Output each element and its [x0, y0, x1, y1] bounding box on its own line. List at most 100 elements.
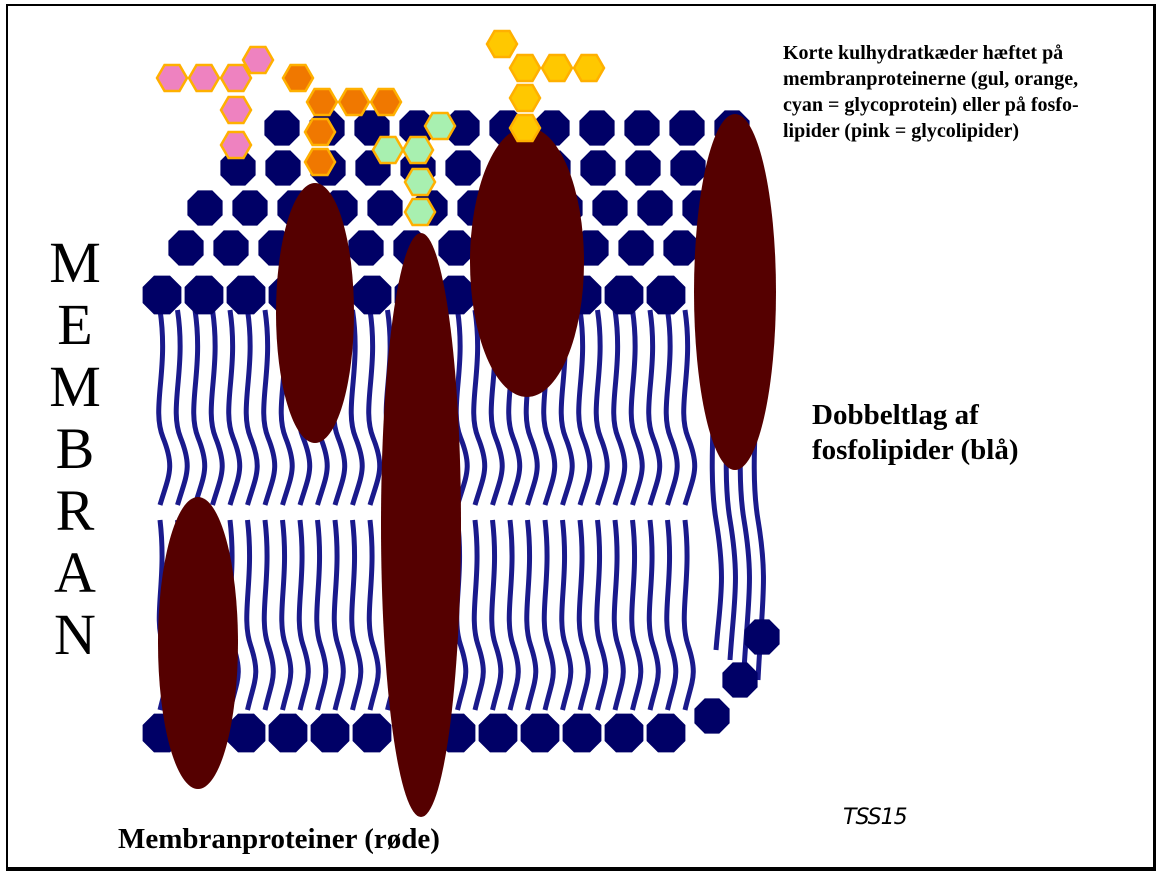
phospholipid-head-icon: [722, 662, 757, 697]
phospholipid-head-icon: [353, 714, 392, 753]
phospholipid-head-icon: [187, 190, 222, 225]
letter: B: [30, 418, 120, 480]
carbohydrate-hexagon-icon: [339, 89, 369, 115]
protein-ellipse: [158, 497, 238, 789]
phospholipid-tail: [562, 520, 571, 710]
phospholipid-head-icon: [232, 190, 267, 225]
phospholipid-head-icon: [694, 698, 729, 733]
phospholipid-tail: [527, 520, 536, 710]
carbohydrate-hexagon-icon: [405, 169, 435, 195]
carbohydrate-hexagon-icon: [405, 199, 435, 225]
phospholipid-head-icon: [227, 276, 266, 315]
phospholipid-head-icon: [592, 190, 627, 225]
caption-line: lipider (pink = glycolipider): [783, 118, 1143, 144]
phospholipid-head-icon: [168, 230, 203, 265]
phospholipid-tail: [264, 310, 275, 505]
phospholipid-tail: [614, 310, 625, 505]
bilayer-caption: Dobbeltlag af fosfolipider (blå): [812, 398, 1142, 468]
phospholipid-head-icon: [580, 150, 615, 185]
phospholipid-head-icon: [637, 190, 672, 225]
phospholipid-head-icon: [264, 110, 299, 145]
phospholipid-tail: [544, 520, 553, 710]
phospholipid-tail: [194, 310, 205, 505]
carbohydrate-hexagon-icon: [574, 55, 604, 81]
phospholipid-head-icon: [624, 110, 659, 145]
phospholipid-tail: [492, 520, 501, 710]
phospholipid-tail: [299, 520, 308, 710]
phospholipid-tail: [334, 520, 343, 710]
phospholipid-head-icon: [311, 714, 350, 753]
phospholipid-head-icon: [625, 150, 660, 185]
protein-ellipse: [694, 114, 776, 470]
phospholipid-head-icon: [563, 714, 602, 753]
phospholipid-tail: [684, 520, 693, 710]
phospholipid-head-icon: [185, 276, 224, 315]
phospholipid-tail: [649, 310, 660, 505]
phospholipid-head-icon: [479, 714, 518, 753]
phospholipid-tail: [649, 520, 658, 710]
carbohydrate-hexagon-icon: [307, 89, 337, 115]
phospholipid-head-icon: [647, 276, 686, 315]
phospholipid-tail: [667, 520, 676, 710]
phospholipid-head-icon: [663, 230, 698, 265]
phospholipid-tail: [229, 310, 240, 505]
phospholipid-tail: [614, 520, 623, 710]
phospholipid-head-icon: [265, 150, 300, 185]
protein-ellipse: [276, 183, 354, 443]
phospholipid-tail: [597, 520, 606, 710]
phospholipid-head-icon: [227, 714, 266, 753]
carbohydrate-hexagon-icon: [403, 137, 433, 163]
carbohydrate-hexagon-icon: [487, 31, 517, 57]
caption-line: Korte kulhydratkæder hæftet på: [783, 40, 1143, 66]
carbohydrate-hexagon-icon: [221, 65, 251, 91]
phospholipid-head-icon: [647, 714, 686, 753]
phospholipid-tail: [317, 520, 326, 710]
back-layer-heads: [168, 110, 750, 265]
phospholipid-head-icon: [744, 619, 779, 654]
carbohydrate-caption: Korte kulhydratkæder hæftet på membranpr…: [783, 40, 1143, 144]
carbohydrate-hexagon-icon: [157, 65, 187, 91]
carbohydrate-hexagon-icon: [221, 97, 251, 123]
caption-line: Dobbeltlag af: [812, 398, 1142, 433]
carbohydrate-hexagon-icon: [189, 65, 219, 91]
letter: M: [30, 356, 120, 418]
phospholipid-head-icon: [213, 230, 248, 265]
protein-ellipse: [381, 233, 461, 817]
carbohydrate-hexagon-icon: [542, 55, 572, 81]
phospholipid-tail: [579, 310, 590, 505]
carbohydrate-hexagon-icon: [510, 55, 540, 81]
phospholipid-head-icon: [605, 276, 644, 315]
phospholipid-head-icon: [521, 714, 560, 753]
phospholipid-tail: [579, 520, 588, 710]
phospholipid-tail: [211, 310, 222, 505]
phospholipid-head-icon: [669, 110, 704, 145]
carbohydrate-hexagon-icon: [373, 137, 403, 163]
carbohydrate-hexagon-icon: [305, 119, 335, 145]
phospholipid-tail: [264, 520, 273, 710]
phospholipid-tail: [159, 310, 170, 505]
letter: M: [30, 232, 120, 294]
carbohydrate-hexagon-icon: [283, 65, 313, 91]
caption-line: membranproteinerne (gul, orange,: [783, 66, 1143, 92]
phospholipid-head-icon: [367, 190, 402, 225]
proteins-caption: Membranproteiner (røde): [118, 823, 440, 856]
letter: R: [30, 480, 120, 542]
phospholipid-tail: [666, 310, 677, 505]
carbohydrate-hexagon-icon: [510, 85, 540, 111]
phospholipid-tail: [352, 520, 361, 710]
membrane-vertical-label: M E M B R A N: [30, 232, 120, 666]
caption-line: cyan = glycoprotein) eller på fosfo-: [783, 92, 1143, 118]
phospholipid-tail: [474, 520, 483, 710]
phospholipid-tail: [632, 520, 641, 710]
protein-ellipse: [470, 127, 584, 397]
carbohydrate-hexagon-icon: [221, 132, 251, 158]
letter: N: [30, 604, 120, 666]
upper-leaflet-tails: [159, 300, 764, 680]
phospholipid-head-icon: [605, 714, 644, 753]
phospholipid-head-icon: [348, 230, 383, 265]
author-signature: TSS15: [843, 805, 907, 830]
caption-line: fosfolipider (blå): [812, 433, 1142, 468]
carbohydrate-hexagon-icon: [371, 89, 401, 115]
phospholipid-tail: [369, 310, 380, 505]
phospholipid-head-icon: [143, 276, 182, 315]
